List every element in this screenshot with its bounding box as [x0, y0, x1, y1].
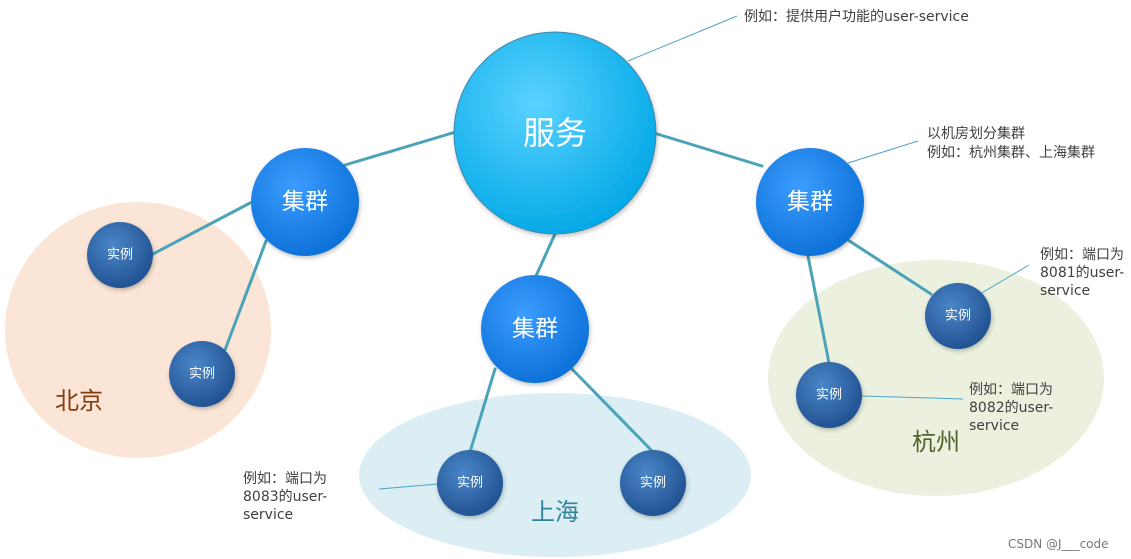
region-label-beijing: 北京: [55, 387, 103, 415]
cluster-node-right: 集群: [756, 148, 864, 256]
leader-hz2-note: [861, 395, 964, 400]
cluster-label: 集群: [282, 189, 328, 215]
service-label: 服务: [523, 114, 587, 152]
cluster-node-middle: 集群: [481, 275, 589, 383]
edge-cluster-middle-sh2: [570, 367, 656, 455]
instance-label: 实例: [945, 309, 971, 324]
region-label-shanghai: 上海: [531, 498, 579, 526]
edge-cluster-right-hz2: [806, 254, 831, 365]
service-node: 服务: [453, 31, 657, 235]
region-hangzhou: [768, 260, 1104, 496]
instance-label: 实例: [457, 476, 483, 491]
instance-label: 实例: [189, 367, 215, 382]
hz2-annotation-line-1: 例如：端口为: [969, 382, 1053, 398]
instance-node-hz2: 实例: [796, 362, 862, 428]
cluster-node-left: 集群: [251, 148, 359, 256]
hz2-annotation-line-2: 8082的user-: [969, 400, 1053, 416]
instance-label: 实例: [816, 388, 842, 403]
hz1-annotation-line-1: 例如：端口为: [1040, 247, 1124, 263]
edge-cluster-left-bj2: [223, 239, 268, 352]
edge-cluster-right-hz1: [846, 238, 933, 296]
leader-sh1-note: [378, 483, 439, 490]
instance-node-sh1: 实例: [437, 450, 503, 516]
cluster-label: 集群: [512, 316, 558, 342]
instance-node-hz1: 实例: [925, 283, 991, 349]
instance-node-bj2: 实例: [169, 341, 235, 407]
hz2-annotation-line-3: service: [969, 418, 1019, 434]
hz1-annotation-line-3: service: [1040, 283, 1090, 299]
edge-cluster-middle-sh1: [468, 367, 497, 454]
region-label-hangzhou: 杭州: [912, 428, 960, 456]
instance-node-sh2: 实例: [620, 450, 686, 516]
sh1-annotation-line-1: 例如：端口为: [243, 471, 327, 487]
leader-service-note: [627, 15, 738, 62]
edge-service-cluster-middle: [534, 232, 557, 278]
instance-label: 实例: [640, 476, 666, 491]
hz1-annotation-line-2: 8081的user-: [1040, 265, 1124, 281]
cluster-label: 集群: [787, 189, 833, 215]
sh1-annotation-line-3: service: [243, 507, 293, 523]
sh1-annotation-line-2: 8083的user-: [243, 489, 327, 505]
service-annotation: 例如：提供用户功能的user-service: [744, 8, 969, 25]
cluster-annotation-line-2: 例如：杭州集群、上海集群: [927, 144, 1095, 161]
cluster-annotation-line-1: 以机房划分集群: [927, 125, 1025, 142]
leader-cluster-note: [847, 140, 919, 164]
edge-cluster-left-bj1: [151, 201, 252, 256]
instance-label: 实例: [107, 248, 133, 263]
watermark: CSDN @J___code: [1008, 537, 1109, 551]
instance-node-bj1: 实例: [87, 222, 153, 288]
edge-service-cluster-left: [343, 129, 461, 167]
leader-hz1-note: [979, 264, 1030, 295]
edge-service-cluster-right: [652, 131, 764, 168]
region-shanghai: [359, 393, 751, 557]
